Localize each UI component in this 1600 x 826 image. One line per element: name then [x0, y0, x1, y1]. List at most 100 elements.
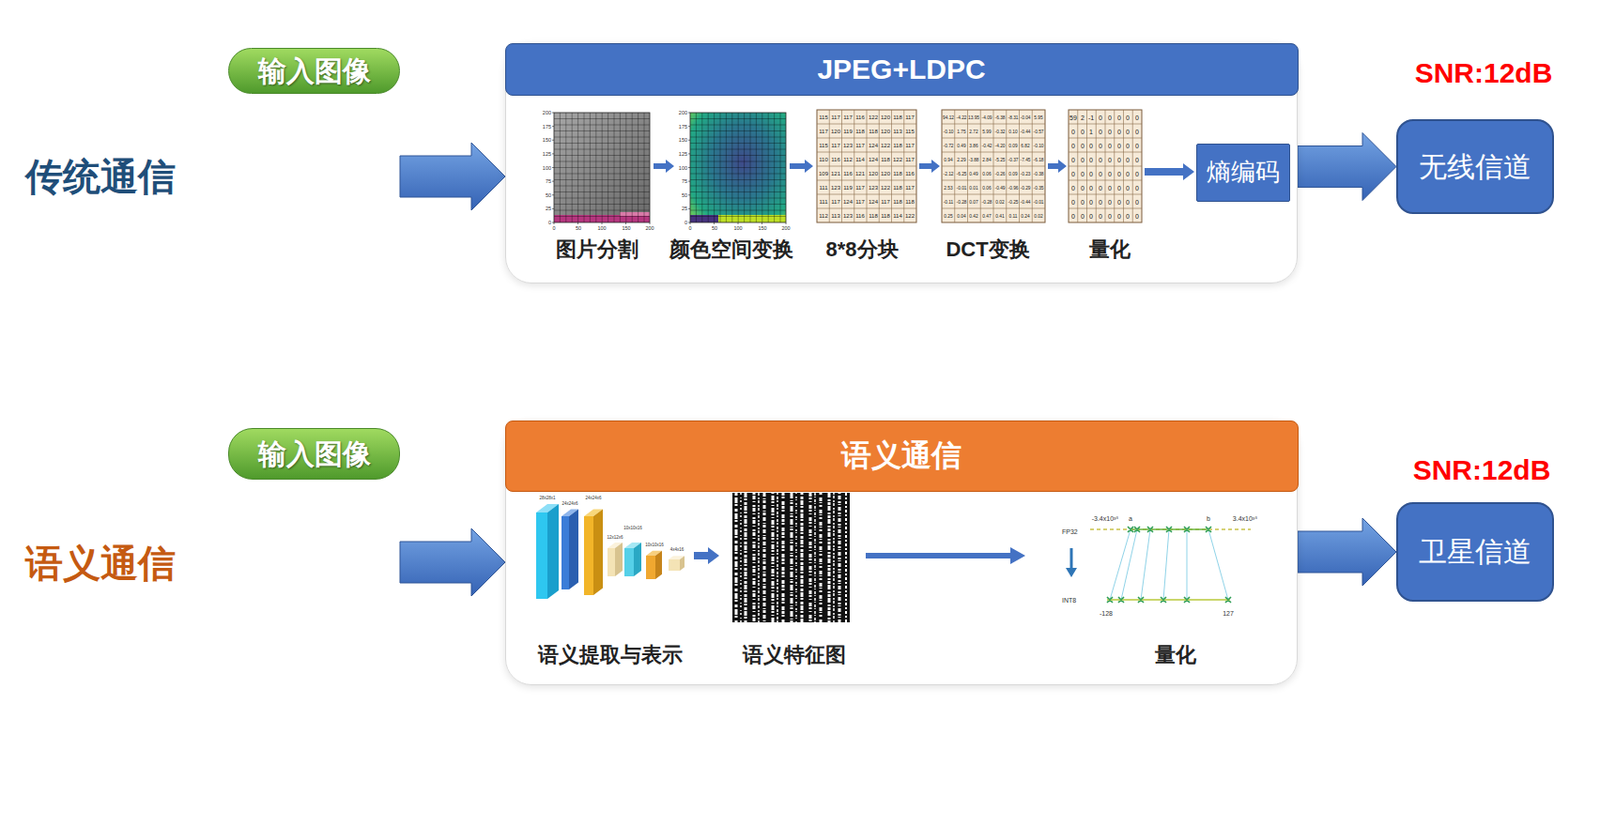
- axis-tick: 100: [542, 165, 552, 171]
- axis-tick: 200: [542, 109, 552, 116]
- axis-tick-mark: [552, 167, 554, 169]
- table-cell: -4.20: [994, 142, 1005, 148]
- step-caption: 语义提取与表示: [538, 645, 683, 666]
- table-cell: 117: [830, 114, 841, 121]
- table-cell: -0.04: [1020, 114, 1031, 120]
- table-cell: 113: [830, 213, 841, 219]
- pixel-grid: [690, 124, 786, 126]
- table-cell: 0: [1125, 169, 1130, 177]
- table-cell: 118: [880, 156, 891, 163]
- table-cell: 118: [880, 213, 891, 219]
- table-cell: 114: [856, 156, 866, 163]
- table-cell: 110: [818, 156, 829, 163]
- table-cell: 123: [843, 213, 853, 219]
- table-cell: 118: [892, 184, 903, 191]
- table-cell: 0: [1098, 113, 1103, 121]
- table-cell: 0: [1098, 184, 1103, 191]
- table-frame: [1068, 109, 1142, 223]
- table-cell: 1: [1089, 127, 1093, 135]
- table-cell: 122: [868, 114, 878, 121]
- table-cell: -2.12: [942, 170, 954, 176]
- table-cell: 0: [1080, 155, 1085, 163]
- flow-arrow: [789, 159, 814, 173]
- table-line: [1113, 109, 1115, 223]
- table-cell: 0: [1080, 184, 1085, 191]
- table-cell: 0: [1125, 141, 1130, 149]
- table-cell: 0.24: [1021, 213, 1031, 218]
- table-cell: 0.04: [956, 213, 966, 218]
- axis-tick: 0: [684, 219, 688, 226]
- table-cell: 112: [818, 213, 829, 219]
- flow-arrow: [1047, 159, 1067, 173]
- table-cell: 120: [880, 114, 891, 121]
- table-cell: 0: [1107, 184, 1112, 191]
- table-cell: 115: [818, 114, 829, 121]
- flow-arrow: [653, 159, 675, 173]
- step-caption: 量化: [1089, 239, 1131, 261]
- table-cell: 117: [906, 184, 916, 191]
- table-cell: 0: [1089, 141, 1093, 149]
- table-cell: 117: [856, 142, 866, 149]
- channel-box: 卫星信道: [1396, 502, 1554, 602]
- table-cell: 0.02: [995, 199, 1004, 204]
- table-line: [941, 180, 1046, 182]
- table-cell: 6.82: [1021, 142, 1031, 148]
- step-caption: 语义特征图: [742, 645, 847, 666]
- plot-frame: [553, 112, 650, 223]
- table-cell: 116: [843, 170, 853, 177]
- axis-tick: 150: [621, 225, 631, 231]
- table-cell: -4.22: [955, 114, 967, 120]
- table-cell: 0: [1098, 212, 1103, 219]
- table-cell: 121: [830, 170, 841, 177]
- table-cell: 2: [1080, 113, 1085, 121]
- image-strip: [619, 212, 650, 216]
- table-cell: 0: [1080, 141, 1085, 149]
- pixel-grid: [690, 185, 786, 187]
- axis-tick: 150: [678, 138, 688, 144]
- axis-tick-mark: [688, 194, 691, 196]
- layer-size: 28x28x1: [538, 496, 555, 502]
- layer-size: 10x10x16: [623, 526, 643, 532]
- table-cell: 118: [856, 128, 866, 135]
- pixel-grid: [690, 215, 786, 217]
- table-cell: -0.01: [955, 184, 967, 190]
- layer-size: 24x24x6: [584, 496, 601, 502]
- table-cell: 0: [1071, 212, 1076, 219]
- table-cell: 0.06: [982, 184, 991, 190]
- table-cell: 0: [1117, 141, 1122, 149]
- table-cell: 115: [818, 142, 829, 149]
- pixel-grid: [553, 118, 650, 120]
- input-pill: 输入图像: [228, 428, 400, 480]
- table-cell: 0: [1135, 141, 1139, 149]
- axis-tick-mark: [552, 181, 554, 183]
- table-line: [941, 208, 1046, 210]
- flow-arrow: [919, 159, 940, 173]
- block-arrow: [1297, 518, 1397, 586]
- table-cell: -0.96: [1007, 184, 1018, 190]
- table-cell: 116: [906, 170, 916, 177]
- table-cell: 0: [1135, 155, 1139, 163]
- table-cell: 0: [1125, 184, 1130, 191]
- table-cell: 124: [868, 156, 878, 163]
- node-text: 熵编码: [1206, 157, 1280, 187]
- table-cell: 0.01: [969, 184, 979, 190]
- table-cell: 120: [880, 128, 891, 135]
- axis-tick-mark: [552, 112, 554, 114]
- table-cell: 0: [1098, 169, 1103, 177]
- pixel-grid: [690, 198, 786, 200]
- table-cell: -5.25: [994, 156, 1005, 162]
- table-cell: 0: [1135, 184, 1139, 191]
- pixel-grid: [553, 142, 650, 144]
- axis-tick: 50: [574, 225, 581, 231]
- table-cell: 118: [892, 114, 903, 121]
- table-cell: 124: [868, 199, 878, 205]
- table-cell: 0.25: [943, 213, 953, 218]
- table-cell: 0: [1135, 169, 1139, 177]
- axis-tick: 0: [552, 225, 555, 231]
- axis-tick: 75: [545, 178, 552, 185]
- table-cell: 2.53: [943, 184, 953, 190]
- range-label: 3.4x10³⁸: [1232, 515, 1258, 523]
- table-cell: 0.94: [943, 156, 953, 162]
- pixel-grid: [690, 191, 786, 193]
